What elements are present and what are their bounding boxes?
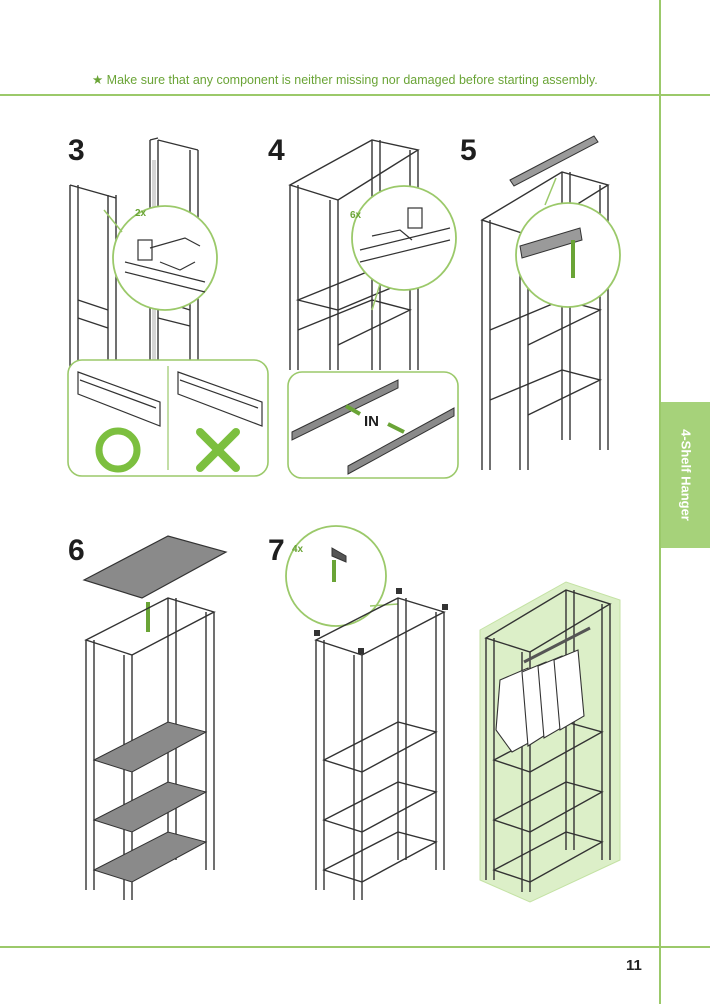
shelf-panel bbox=[82, 535, 228, 599]
step-number-6: 6 bbox=[68, 534, 85, 567]
wrong-cross-icon bbox=[196, 428, 240, 472]
step-4-multiplier: 6x bbox=[350, 210, 362, 221]
in-label: IN bbox=[364, 413, 379, 430]
step-3-multiplier: 2x bbox=[135, 208, 147, 219]
hanging-clothes-icon bbox=[495, 649, 585, 753]
correct-circle-icon bbox=[95, 427, 141, 473]
section-side-tab: 4-Shelf Hanger bbox=[661, 402, 710, 548]
step-number-5: 5 bbox=[460, 134, 477, 167]
step-4-orientation-box bbox=[287, 371, 459, 479]
step-number-7: 7 bbox=[268, 534, 285, 567]
assembly-notice: ★ Make sure that any component is neithe… bbox=[92, 73, 598, 87]
side-tab-label: 4-Shelf Hanger bbox=[678, 429, 693, 521]
step-number-3: 3 bbox=[68, 134, 85, 167]
header-rule bbox=[0, 94, 710, 96]
page-number: 11 bbox=[626, 957, 642, 974]
margin-rule bbox=[659, 0, 661, 1004]
step-7-multiplier: 4x bbox=[292, 544, 304, 555]
footer-rule bbox=[0, 946, 710, 948]
step-number-4: 4 bbox=[268, 134, 285, 167]
